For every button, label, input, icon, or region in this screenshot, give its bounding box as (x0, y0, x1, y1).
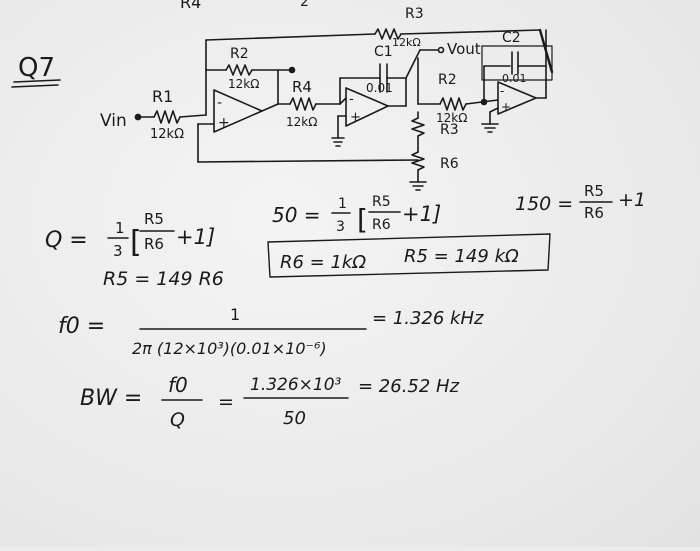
top-fragment-2: 2 (300, 0, 309, 10)
boxed-r6: R6 = 1kΩ (280, 252, 366, 273)
r6-resistor (411, 151, 425, 171)
q-frac-den: 3 (113, 242, 123, 260)
r4-value: 12kΩ (286, 115, 317, 129)
c2-name: C2 (502, 30, 521, 46)
one-fifty-lhs: 150 = (515, 193, 573, 215)
opamp3-plus: + (501, 100, 511, 114)
fifty-frac-den: 3 (336, 219, 345, 235)
boxed-answers: R6 = 1kΩ R5 = 149 kΩ (267, 233, 551, 278)
problem-underline-1 (13, 79, 61, 83)
r2-right-resistor (439, 97, 467, 111)
opamp3-minus: - (500, 84, 504, 98)
q-frac-num: 1 (115, 219, 125, 237)
one-fifty-den: R6 (584, 204, 604, 222)
one-fifty-equation: 150 = R5 R6 +1 (515, 182, 646, 222)
r2-value: 12kΩ (228, 77, 259, 91)
r3-top-value: 12kΩ (392, 36, 421, 49)
q-lhs: Q = (45, 228, 88, 253)
bw-num1: f0 (168, 373, 188, 397)
bw-den1: Q (170, 409, 185, 431)
f0-equation: f0 = 1 2π (12×10³)(0.01×10⁻⁶) = 1.326 kH… (58, 305, 484, 358)
bw-num2: 1.326×10³ (250, 375, 342, 395)
r2-resistor (225, 64, 253, 76)
fifty-inner-den: R6 (372, 217, 391, 233)
r6-name: R6 (440, 156, 459, 172)
top-fragment-r4: R4 (180, 0, 201, 12)
problem-label: Q7 (18, 53, 55, 83)
r1-resistor (153, 110, 181, 124)
opamp-3 (497, 81, 537, 115)
bw-lhs: BW = (80, 386, 142, 411)
r2-name: R2 (230, 46, 249, 62)
opamp1-plus: + (218, 115, 230, 131)
opamp-1 (213, 89, 263, 133)
f0-lhs: f0 = (58, 314, 105, 339)
one-fifty-num: R5 (584, 182, 604, 200)
bw-eq: = (218, 391, 234, 413)
bw-result: = 26.52 Hz (358, 376, 460, 397)
opamp1-minus: - (217, 95, 222, 111)
r1-name: R1 (152, 87, 173, 106)
one-fifty-tail: +1 (618, 189, 646, 211)
r5-relation: R5 = 149 R6 (103, 268, 224, 290)
fifty-inner-num: R5 (372, 194, 391, 210)
vin-label: Vin (100, 111, 127, 131)
r3-top-name: R3 (405, 6, 424, 22)
fifty-equation: 50 = 1 3 [ R5 R6 +1] (272, 194, 441, 236)
fifty-frac-num: 1 (338, 196, 347, 212)
fifty-tail: +1] (402, 202, 441, 226)
opamp2-minus: - (349, 92, 354, 107)
c1-value: 0.01 (366, 81, 393, 95)
r3-right-name: R3 (440, 122, 459, 138)
fifty-bracket: [ (357, 203, 368, 236)
bw-den2: 50 (283, 408, 306, 429)
f0-result: = 1.326 kHz (372, 308, 484, 329)
c2-value: 0.01 (502, 72, 527, 85)
r2-right-value: 12kΩ (436, 111, 467, 125)
r4-resistor (289, 97, 317, 111)
boxed-r5: R5 = 149 kΩ (404, 246, 519, 267)
opamp2-plus: + (350, 110, 361, 125)
q-tail: +1] (176, 225, 215, 249)
q-bracket: [ (130, 225, 142, 260)
circuit-diagram: Vin R1 12kΩ R2 12kΩ - + R4 12kΩ C1 0 (100, 6, 554, 191)
r1-value: 12kΩ (150, 127, 184, 142)
c1-name: C1 (374, 44, 393, 60)
r3-top-resistor (374, 28, 402, 40)
bw-equation: BW = f0 Q = 1.326×10³ 50 = 26.52 Hz (80, 373, 460, 431)
q-equation: Q = 1 3 [ R5 R6 +1] (45, 210, 215, 260)
q-inner-num: R5 (144, 210, 164, 228)
vout-label: Vout (447, 40, 481, 58)
q-inner-den: R6 (144, 235, 164, 253)
fifty-lhs: 50 = (272, 203, 321, 227)
f0-den: 2π (12×10³)(0.01×10⁻⁶) (132, 339, 327, 358)
opamp-2 (345, 87, 389, 127)
r3-right-resistor (411, 117, 425, 137)
r2-right-name: R2 (438, 72, 457, 88)
r4-name: R4 (292, 78, 312, 96)
problem-underline-2 (11, 84, 59, 88)
f0-num: 1 (230, 305, 240, 324)
